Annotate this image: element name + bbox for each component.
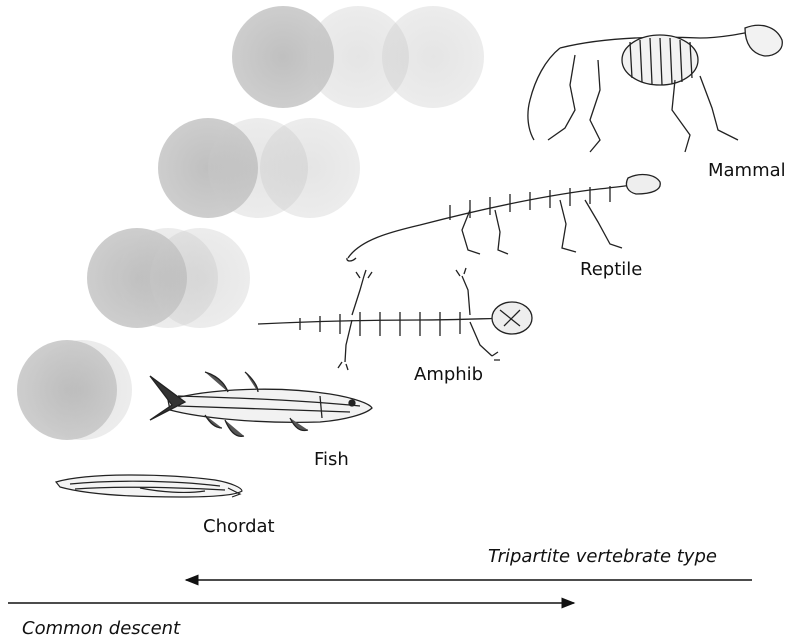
label-reptile: Reptile xyxy=(580,259,642,280)
label-chordat: Chordat xyxy=(203,516,275,537)
circle xyxy=(150,228,250,328)
circle-group-chordat xyxy=(17,340,132,440)
reptile-skeleton xyxy=(347,175,660,261)
circle-group-amphib xyxy=(158,118,360,218)
circle-group-fish xyxy=(87,228,250,328)
amphibian-skeleton xyxy=(258,268,532,370)
circle-group-reptile xyxy=(232,6,484,108)
fish-illustration xyxy=(150,372,372,436)
circle xyxy=(260,118,360,218)
label-common-descent: Common descent xyxy=(22,618,180,639)
mammal-skeleton xyxy=(528,25,782,152)
chordate-illustration xyxy=(56,475,242,497)
label-amphib: Amphib xyxy=(414,364,483,385)
circle xyxy=(32,340,132,440)
circle xyxy=(382,6,484,108)
label-mammal: Mammal xyxy=(708,160,786,181)
label-tripartite-vertebrate-type: Tripartite vertebrate type xyxy=(488,546,717,567)
label-fish: Fish xyxy=(314,449,349,470)
